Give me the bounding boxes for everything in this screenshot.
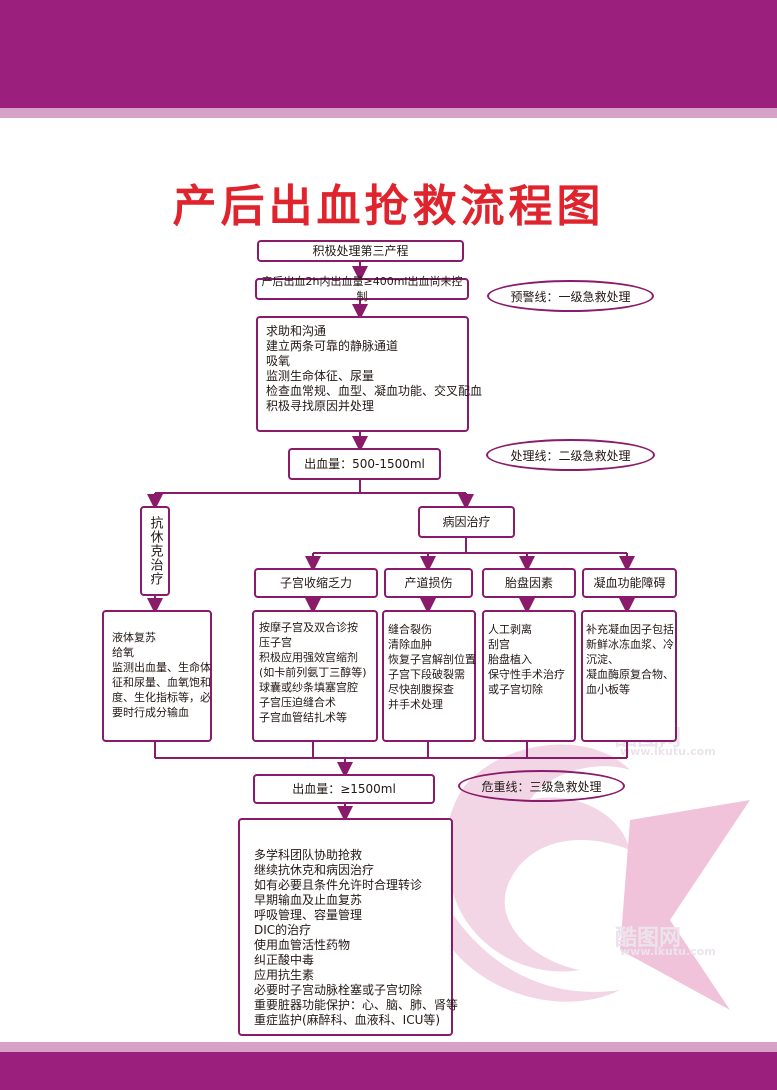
measure-item: 纠正酸中毒 bbox=[254, 953, 315, 967]
placental-measures: 人工剥离 刮宫 胎盘植入 保守性手术治疗 或子宫切除 bbox=[482, 610, 576, 742]
measure-item: 人工剥离 bbox=[488, 623, 532, 636]
anti-shock-item: 监测出血量、生命体 bbox=[112, 661, 211, 674]
measure-item: 补充凝血因子包括 bbox=[586, 623, 674, 636]
cause-treatment-box: 病因治疗 bbox=[418, 506, 515, 538]
top-band bbox=[0, 0, 777, 108]
measure-item: 监测生命体征、尿量 bbox=[266, 369, 375, 383]
measure-item: 积极寻找原因并处理 bbox=[266, 399, 375, 413]
cause-birth-canal-injury: 产道损伤 bbox=[384, 568, 473, 598]
bottom-band bbox=[0, 1052, 777, 1090]
measure-item: 新鲜冰冻血浆、冷 bbox=[586, 638, 674, 651]
measure-item: 多学科团队协助抢救 bbox=[254, 848, 363, 862]
measure-item: 清除血肿 bbox=[388, 638, 432, 651]
measure-item: 吸氧 bbox=[266, 354, 291, 368]
measure-item: DIC的治疗 bbox=[254, 923, 312, 937]
warning-line-oval: 预警线：一级急救处理 bbox=[487, 280, 654, 312]
cause-coagulopathy: 凝血功能障碍 bbox=[582, 568, 677, 598]
cause-uterine-atony: 子宫收缩乏力 bbox=[254, 568, 378, 598]
measure-item: 胎盘植入 bbox=[488, 653, 532, 666]
measure-item: 并手术处理 bbox=[388, 698, 443, 711]
measure-item: 应用抗生素 bbox=[254, 968, 315, 982]
anti-shock-box: 抗休克治疗 bbox=[140, 506, 170, 596]
measure-item: 检查血常规、血型、凝血功能、交叉配血 bbox=[266, 384, 483, 398]
anti-shock-label: 抗休克治疗 bbox=[147, 516, 163, 586]
measure-item: 子宫下段破裂需 bbox=[388, 668, 465, 681]
anti-shock-item: 度、生化指标等，必 bbox=[112, 691, 211, 704]
measure-item: 积极应用强效宫缩剂 bbox=[259, 651, 358, 664]
anti-shock-measures: 液体复苏 给氧 监测出血量、生命体 征和尿量、血氧饱和 度、生化指标等，必 要时… bbox=[102, 610, 212, 742]
measure-item: 继续抗休克和病因治疗 bbox=[254, 863, 375, 877]
measure-item: 压子宫 bbox=[259, 636, 292, 649]
coagulopathy-measures: 补充凝血因子包括 新鲜冰冻血浆、冷 沉淀、 凝血酶原复合物、 血小板等 bbox=[581, 610, 677, 742]
measure-item: 如有必要且条件允许时合理转诊 bbox=[254, 878, 423, 892]
bottom-band-stripe bbox=[0, 1042, 777, 1052]
danger-line-oval: 危重线：三级急救处理 bbox=[458, 770, 625, 802]
measure-item: 恢复子宫解剖位置 bbox=[388, 653, 476, 666]
top-band-stripe bbox=[0, 108, 777, 118]
watermark-logo-shape bbox=[440, 744, 750, 1010]
measure-item: 重症监护(麻醉科、血液科、ICU等) bbox=[254, 1013, 441, 1027]
step-active-management: 积极处理第三产程 bbox=[257, 240, 464, 262]
watermark-text: 酷图网 bbox=[615, 926, 682, 951]
treatment-line-oval: 处理线：二级急救处理 bbox=[486, 439, 655, 471]
measure-item: 血小板等 bbox=[586, 683, 630, 696]
measure-item: 沉淀、 bbox=[586, 653, 619, 666]
measure-item: 尽快剖腹探查 bbox=[388, 683, 454, 696]
anti-shock-item: 液体复苏 bbox=[112, 631, 156, 644]
measure-item: 凝血酶原复合物、 bbox=[586, 668, 674, 681]
measure-item: 子宫血管结扎术等 bbox=[259, 711, 347, 724]
cause-placental-factor: 胎盘因素 bbox=[482, 568, 576, 598]
uterine-atony-measures: 按摩子宫及双合诊按 压子宫 积极应用强效宫缩剂 (如卡前列氨丁三醇等) 球囊或纱… bbox=[252, 610, 378, 742]
measure-item: 使用血管活性药物 bbox=[254, 938, 351, 952]
measure-item: 重要脏器功能保护：心、脑、肺、肾等 bbox=[254, 998, 459, 1012]
watermark-url: www.ikutu.com bbox=[620, 745, 716, 758]
measure-item: 子宫压迫缝合术 bbox=[259, 696, 336, 709]
measure-item: 求助和沟通 bbox=[266, 324, 327, 338]
multidisciplinary-measures: 多学科团队协助抢救 继续抗休克和病因治疗 如有必要且条件允许时合理转诊 早期输血… bbox=[238, 818, 459, 1036]
anti-shock-item: 要时行成分输血 bbox=[112, 706, 189, 719]
blood-loss-over-1500: 出血量：≥1500ml bbox=[253, 774, 435, 804]
measure-item: 必要时子宫动脉栓塞或子宫切除 bbox=[254, 983, 423, 997]
measure-item: 刮宫 bbox=[488, 638, 510, 651]
measure-item: 按摩子宫及双合诊按 bbox=[259, 621, 358, 634]
step-hemorrhage-uncontrolled: 产后出血2h内出血量≥400ml出血尚未控制 bbox=[255, 275, 469, 303]
blood-loss-500-1500: 出血量：500-1500ml bbox=[288, 448, 441, 480]
measure-item: 建立两条可靠的静脉通道 bbox=[266, 339, 399, 353]
measure-item: 保守性手术治疗 bbox=[488, 668, 565, 681]
watermark-url: www.ikutu.com bbox=[620, 945, 716, 958]
measure-item: 呼吸管理、容量管理 bbox=[254, 908, 363, 922]
anti-shock-item: 征和尿量、血氧饱和 bbox=[112, 676, 211, 689]
measure-item: 或子宫切除 bbox=[488, 683, 543, 696]
measure-item: 缝合裂伤 bbox=[388, 623, 432, 636]
measure-item: (如卡前列氨丁三醇等) bbox=[259, 666, 367, 679]
page-title: 产后出血抢救流程图 bbox=[172, 181, 605, 232]
measure-item: 早期输血及止血复苏 bbox=[254, 893, 363, 907]
step-initial-measures: 求助和沟通 建立两条可靠的静脉通道 吸氧 监测生命体征、尿量 检查血常规、血型、… bbox=[256, 316, 483, 432]
birth-canal-measures: 缝合裂伤 清除血肿 恢复子宫解剖位置 子宫下段破裂需 尽快剖腹探查 并手术处理 bbox=[382, 610, 476, 742]
measure-item: 球囊或纱条填塞宫腔 bbox=[259, 681, 358, 694]
anti-shock-item: 给氧 bbox=[112, 646, 134, 659]
